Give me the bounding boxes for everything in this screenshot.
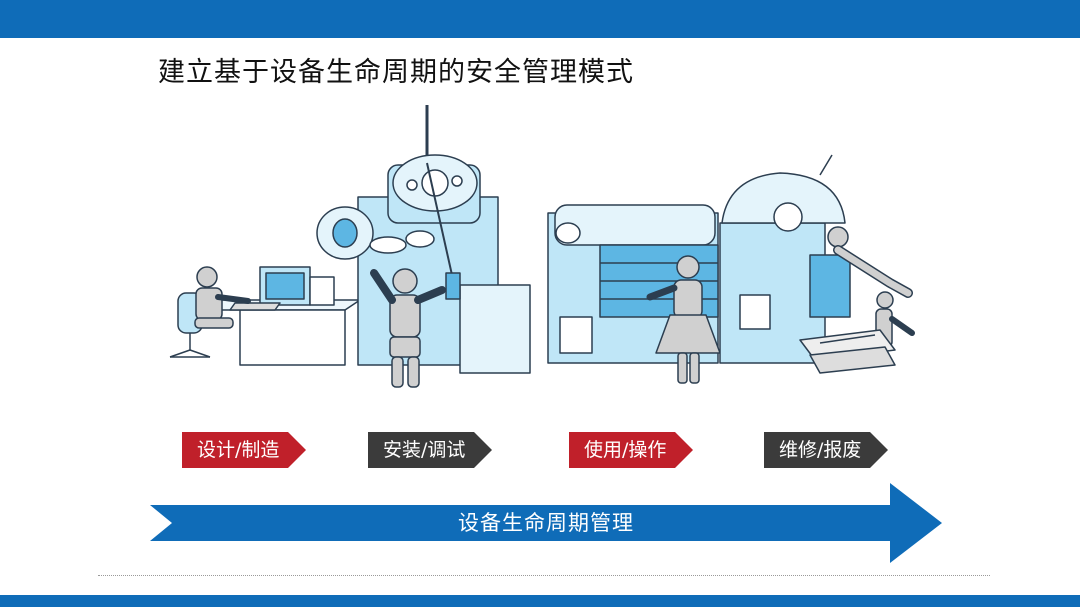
bottom-banner-bar [0,595,1080,607]
operation-scene [548,205,720,383]
installation-scene [317,105,530,387]
stage-install-commission: 安装/调试 [368,432,492,468]
footer-divider [98,575,990,576]
stage-design-manufacture: 设计/制造 [182,432,306,468]
slide-title: 建立基于设备生命周期的安全管理模式 [158,50,634,89]
lifecycle-arrow-label: 设备生命周期管理 [150,505,942,541]
equipment-lifecycle-illustration [160,105,920,405]
maintenance-scene [720,155,912,373]
stage-maintain-scrap: 维修/报废 [764,432,888,468]
design-workstation-scene [170,267,360,365]
stage-use-operate: 使用/操作 [569,432,693,468]
top-banner-bar [0,0,1080,38]
